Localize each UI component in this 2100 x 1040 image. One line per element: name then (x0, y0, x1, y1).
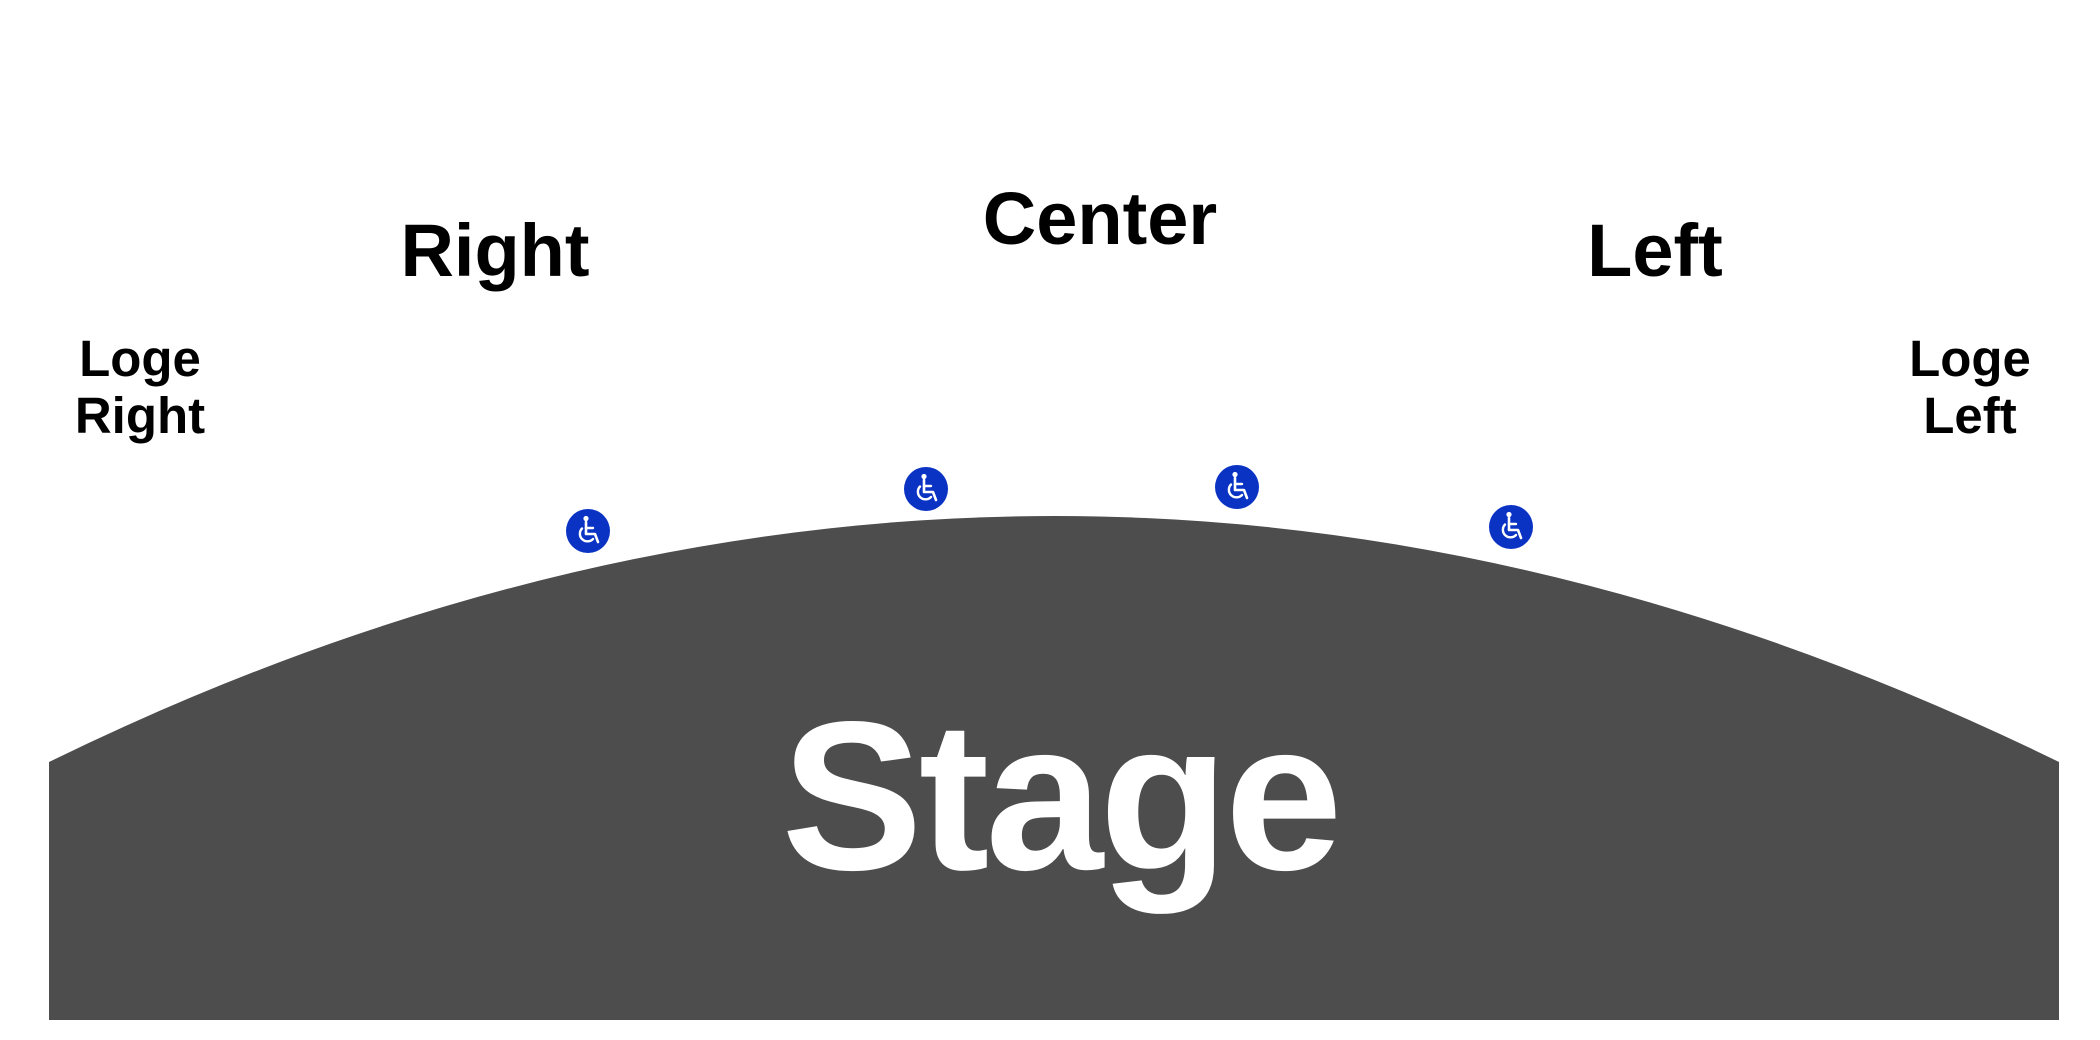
wheelchair-icon[interactable] (1215, 465, 1259, 509)
wheelchair-icon[interactable] (1489, 505, 1533, 549)
stage-label: Stage (781, 677, 1342, 914)
section-label-right[interactable]: Right (400, 209, 590, 292)
wheelchair-icon[interactable] (904, 467, 948, 511)
wheelchair-icon[interactable] (566, 509, 610, 553)
section-label-center[interactable]: Center (982, 177, 1218, 260)
section-label-left[interactable]: Left (1587, 209, 1723, 292)
loge-right-line-2: Right (74, 387, 206, 445)
loge-left-line-2: Left (1923, 387, 2017, 445)
section-label-loge-left[interactable]: Loge Left (1870, 330, 2070, 444)
section-label-loge-right[interactable]: Loge Right (40, 330, 240, 444)
stage-shape (49, 516, 2059, 1020)
loge-left-line-1: Loge (1909, 330, 2031, 387)
loge-right-line-1: Loge (79, 330, 201, 387)
